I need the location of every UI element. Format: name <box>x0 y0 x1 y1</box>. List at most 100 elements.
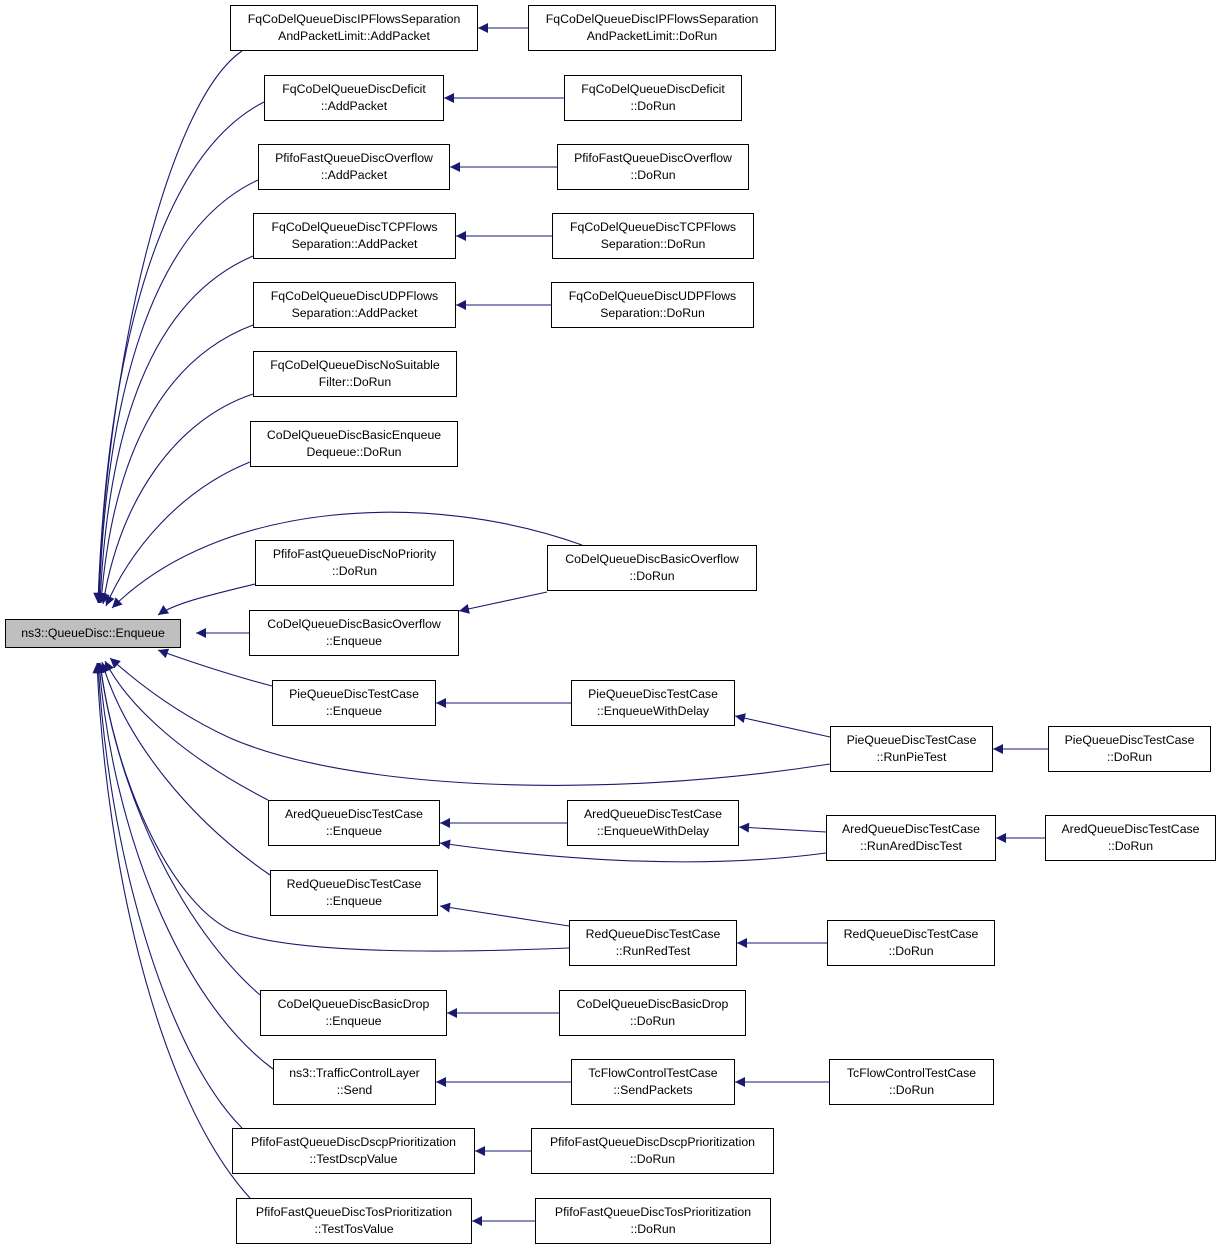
node-label: FqCoDelQueueDiscTCPFlows <box>271 220 438 234</box>
graph-node[interactable]: PieQueueDiscTestCase::DoRun <box>1048 726 1211 772</box>
node-label: ::EnqueueWithDelay <box>596 824 710 838</box>
call-edge <box>734 713 831 738</box>
node-label: PfifoFastQueueDiscDscpPrioritization <box>549 1135 756 1149</box>
root-node[interactable]: ns3::QueueDisc::Enqueue <box>5 619 181 648</box>
graph-node[interactable]: PieQueueDiscTestCase::EnqueueWithDelay <box>571 680 735 726</box>
graph-node[interactable]: CoDelQueueDiscBasicDrop::Enqueue <box>260 990 447 1036</box>
graph-node[interactable]: TcFlowControlTestCase::DoRun <box>829 1059 994 1105</box>
call-edge <box>94 179 259 604</box>
node-label: PfifoFastQueueDiscNoPriority <box>272 547 437 561</box>
node-label: ::DoRun <box>331 564 378 578</box>
node-label: FqCoDelQueueDiscIPFlowsSeparation <box>247 12 461 26</box>
node-label: Dequeue::DoRun <box>306 445 402 459</box>
call-edge <box>105 461 251 607</box>
node-label: PieQueueDiscTestCase <box>289 687 419 701</box>
node-label: ::DoRun <box>630 1222 676 1236</box>
node-label: RedQueueDiscTestCase <box>286 877 422 891</box>
graph-node[interactable]: ns3::TrafficControlLayer::Send <box>273 1059 436 1105</box>
node-label: ::TestTosValue <box>314 1222 394 1236</box>
graph-node[interactable]: PfifoFastQueueDiscOverflow::AddPacket <box>258 144 450 190</box>
node-label: CoDelQueueDiscBasicDrop <box>576 997 729 1011</box>
graph-node[interactable]: FqCoDelQueueDiscDeficit::AddPacket <box>264 75 444 121</box>
node-label: PfifoFastQueueDiscOverflow <box>275 151 433 165</box>
node-label: ::DoRun <box>629 569 675 583</box>
call-edge <box>100 661 271 876</box>
node-label: ns3::TrafficControlLayer <box>289 1066 420 1080</box>
node-label: AredQueueDiscTestCase <box>284 807 424 821</box>
graph-node[interactable]: AredQueueDiscTestCase::RunAredDiscTest <box>826 815 996 861</box>
graph-node[interactable]: PfifoFastQueueDiscTosPrioritization::DoR… <box>535 1198 771 1244</box>
graph-node[interactable]: RedQueueDiscTestCase::DoRun <box>827 920 995 966</box>
graph-node[interactable]: CoDelQueueDiscBasicDrop::DoRun <box>559 990 746 1036</box>
graph-node[interactable]: RedQueueDiscTestCase::Enqueue <box>270 870 438 916</box>
node-label: FqCoDelQueueDiscDeficit <box>282 82 426 96</box>
node-label: ::RunPieTest <box>876 750 947 764</box>
graph-node[interactable]: FqCoDelQueueDiscDeficit::DoRun <box>564 75 742 121</box>
call-edge <box>111 511 583 609</box>
node-label: RedQueueDiscTestCase <box>585 927 721 941</box>
graph-node[interactable]: TcFlowControlTestCase::SendPackets <box>571 1059 735 1105</box>
node-label: FqCoDelQueueDiscUDPFlows <box>568 289 737 303</box>
call-edge <box>93 50 243 604</box>
node-label: ::RunAredDiscTest <box>860 839 962 853</box>
graph-node[interactable]: PfifoFastQueueDiscDscpPrioritization::Te… <box>232 1128 475 1174</box>
node-label: ::SendPackets <box>613 1083 693 1097</box>
call-edge <box>104 660 269 801</box>
call-edge <box>96 662 570 952</box>
call-edge <box>93 101 265 604</box>
node-label: PfifoFastQueueDiscOverflow <box>574 151 732 165</box>
call-edge <box>157 583 256 616</box>
graph-node[interactable]: AredQueueDiscTestCase::EnqueueWithDelay <box>567 800 739 846</box>
node-label: AredQueueDiscTestCase <box>583 807 723 821</box>
call-edge <box>458 591 548 614</box>
graph-node[interactable]: CoDelQueueDiscBasicOverflow::Enqueue <box>249 610 459 656</box>
node-label: ::AddPacket <box>320 99 388 113</box>
node-label: FqCoDelQueueDiscTCPFlows <box>569 220 737 234</box>
graph-node[interactable]: RedQueueDiscTestCase::RunRedTest <box>569 920 737 966</box>
graph-node[interactable]: CoDelQueueDiscBasicOverflow::DoRun <box>547 545 757 591</box>
node-label: AredQueueDiscTestCase <box>1061 822 1200 836</box>
node-label: CoDelQueueDiscBasicDrop <box>277 997 430 1011</box>
node-label: ::DoRun <box>630 168 676 182</box>
call-edge <box>738 822 827 833</box>
graph-node[interactable]: PieQueueDiscTestCase::RunPieTest <box>830 726 993 772</box>
node-label: ::Enqueue <box>325 1014 382 1028</box>
node-label: Filter::DoRun <box>318 375 392 389</box>
node-label: Separation::DoRun <box>600 306 705 320</box>
node-label: AndPacketLimit::AddPacket <box>278 29 430 43</box>
node-label: FqCoDelQueueDiscIPFlowsSeparation <box>545 12 759 26</box>
node-label: ::DoRun <box>1106 750 1153 764</box>
graph-node[interactable]: PfifoFastQueueDiscOverflow::DoRun <box>557 144 749 190</box>
node-label: ::Enqueue <box>325 824 383 838</box>
node-label: ::DoRun <box>888 944 934 958</box>
node-label: PfifoFastQueueDiscTosPrioritization <box>554 1205 752 1219</box>
call-edge <box>95 255 254 604</box>
node-label: ::DoRun <box>888 1083 935 1097</box>
node-label: Separation::DoRun <box>600 237 706 251</box>
graph-node[interactable]: PfifoFastQueueDiscTosPrioritization::Tes… <box>236 1198 472 1244</box>
node-label: CoDelQueueDiscBasicEnqueue <box>266 428 442 442</box>
node-label: CoDelQueueDiscBasicOverflow <box>565 552 739 566</box>
graph-node[interactable]: PfifoFastQueueDiscNoPriority::DoRun <box>255 540 454 586</box>
node-label: PieQueueDiscTestCase <box>846 733 977 747</box>
graph-node[interactable]: PieQueueDiscTestCase::Enqueue <box>272 680 436 726</box>
node-label: PfifoFastQueueDiscTosPrioritization <box>255 1205 453 1219</box>
node-label: FqCoDelQueueDiscUDPFlows <box>270 289 439 303</box>
node-label: FqCoDelQueueDiscNoSuitable <box>270 358 440 372</box>
node-label: ::EnqueueWithDelay <box>596 704 710 718</box>
graph-node[interactable]: AredQueueDiscTestCase::DoRun <box>1045 815 1216 861</box>
node-label: CoDelQueueDiscBasicOverflow <box>267 617 441 631</box>
graph-node[interactable]: PfifoFastQueueDiscDscpPrioritization::Do… <box>531 1128 774 1174</box>
node-label: PieQueueDiscTestCase <box>588 687 718 701</box>
node-label: ::Enqueue <box>325 704 383 718</box>
graph-node[interactable]: AredQueueDiscTestCase::Enqueue <box>268 800 440 846</box>
